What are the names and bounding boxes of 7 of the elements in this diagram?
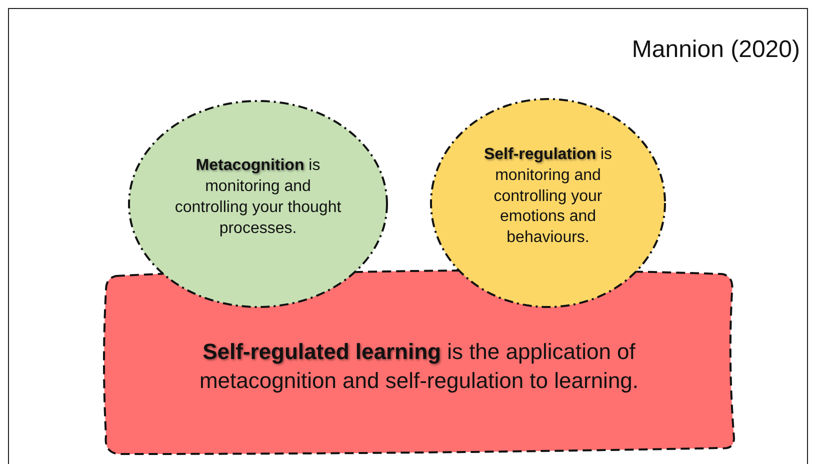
definition-text: Metacognition is monitoring and controlling your thought processes. bbox=[174, 156, 342, 239]
definition-text: Self-regulated learning is the application of metacognition and self-regulation to learning. bbox=[198, 338, 640, 395]
ellipse-bubble bbox=[430, 98, 666, 308]
ellipse-bubble bbox=[128, 100, 388, 308]
citation: Mannion (2020) bbox=[632, 36, 800, 64]
wavy-box bbox=[102, 268, 736, 456]
definition-text: Self-regulation is monitoring and controlling your emotions and behaviours. bbox=[482, 145, 613, 248]
